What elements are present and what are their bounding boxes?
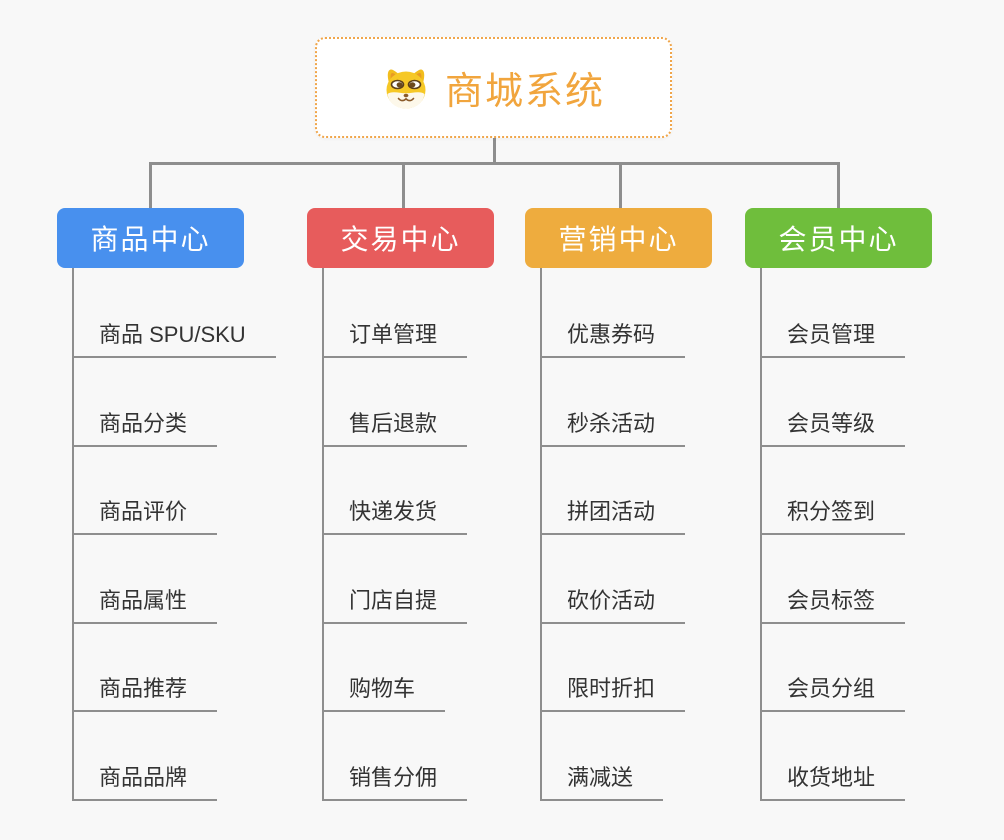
leaf-node-product-brand[interactable]: 商品品牌 (72, 763, 218, 801)
branch-header-member-center[interactable]: 会员中心 (745, 208, 932, 268)
leaf-node-member-level[interactable]: 会员等级 (760, 409, 906, 447)
connector-bus (149, 162, 840, 165)
leaf-node-product-attribute[interactable]: 商品属性 (72, 586, 218, 624)
leaf-node-group-buy[interactable]: 拼团活动 (540, 497, 686, 535)
leaf-node-spend-and-save[interactable]: 满减送 (540, 763, 664, 801)
doge-icon (382, 66, 430, 110)
branch-member-center: 会员中心 会员管理 会员等级 积分签到 会员标签 会员分组 收货地址 (745, 208, 1004, 808)
leaf-node-coupon-codes[interactable]: 优惠券码 (540, 320, 686, 358)
connector-drop-product (149, 162, 152, 208)
connector-root-stem (493, 138, 496, 164)
leaf-node-order-management[interactable]: 订单管理 (322, 320, 468, 358)
branch-header-marketing-center[interactable]: 营销中心 (525, 208, 712, 268)
leaf-node-flash-sale[interactable]: 秒杀活动 (540, 409, 686, 447)
leaf-node-store-pickup[interactable]: 门店自提 (322, 586, 468, 624)
leaf-node-product-spu-sku[interactable]: 商品 SPU/SKU (72, 320, 276, 358)
leaf-node-product-recommend[interactable]: 商品推荐 (72, 674, 218, 712)
leaf-node-member-groups[interactable]: 会员分组 (760, 674, 906, 712)
leaf-node-limited-time-discount[interactable]: 限时折扣 (540, 674, 686, 712)
leaf-node-shopping-cart[interactable]: 购物车 (322, 674, 446, 712)
leaf-node-points-checkin[interactable]: 积分签到 (760, 497, 906, 535)
branch-header-product-center[interactable]: 商品中心 (57, 208, 244, 268)
leaf-node-shipping-address[interactable]: 收货地址 (760, 763, 906, 801)
leaf-node-product-category[interactable]: 商品分类 (72, 409, 218, 447)
branch-trade-center: 交易中心 订单管理 售后退款 快递发货 门店自提 购物车 销售分佣 (307, 208, 577, 808)
connector-drop-trade (402, 162, 405, 208)
connector-drop-marketing (619, 162, 622, 208)
leaf-node-member-management[interactable]: 会员管理 (760, 320, 906, 358)
leaf-node-sales-commission[interactable]: 销售分佣 (322, 763, 468, 801)
root-node-mall-system[interactable]: 商城系统 (315, 37, 672, 138)
branch-header-trade-center[interactable]: 交易中心 (307, 208, 494, 268)
leaf-node-product-review[interactable]: 商品评价 (72, 497, 218, 535)
leaf-node-express-delivery[interactable]: 快递发货 (322, 497, 468, 535)
branch-marketing-center: 营销中心 优惠券码 秒杀活动 拼团活动 砍价活动 限时折扣 满减送 (525, 208, 795, 808)
leaf-node-bargain-activity[interactable]: 砍价活动 (540, 586, 686, 624)
connector-drop-member (837, 162, 840, 208)
root-node-title: 商城系统 (444, 71, 605, 113)
leaf-node-member-tags[interactable]: 会员标签 (760, 586, 906, 624)
branch-product-center: 商品中心 商品 SPU/SKU 商品分类 商品评价 商品属性 商品推荐 商品品牌 (57, 208, 327, 808)
leaf-node-after-sale-refund[interactable]: 售后退款 (322, 409, 468, 447)
